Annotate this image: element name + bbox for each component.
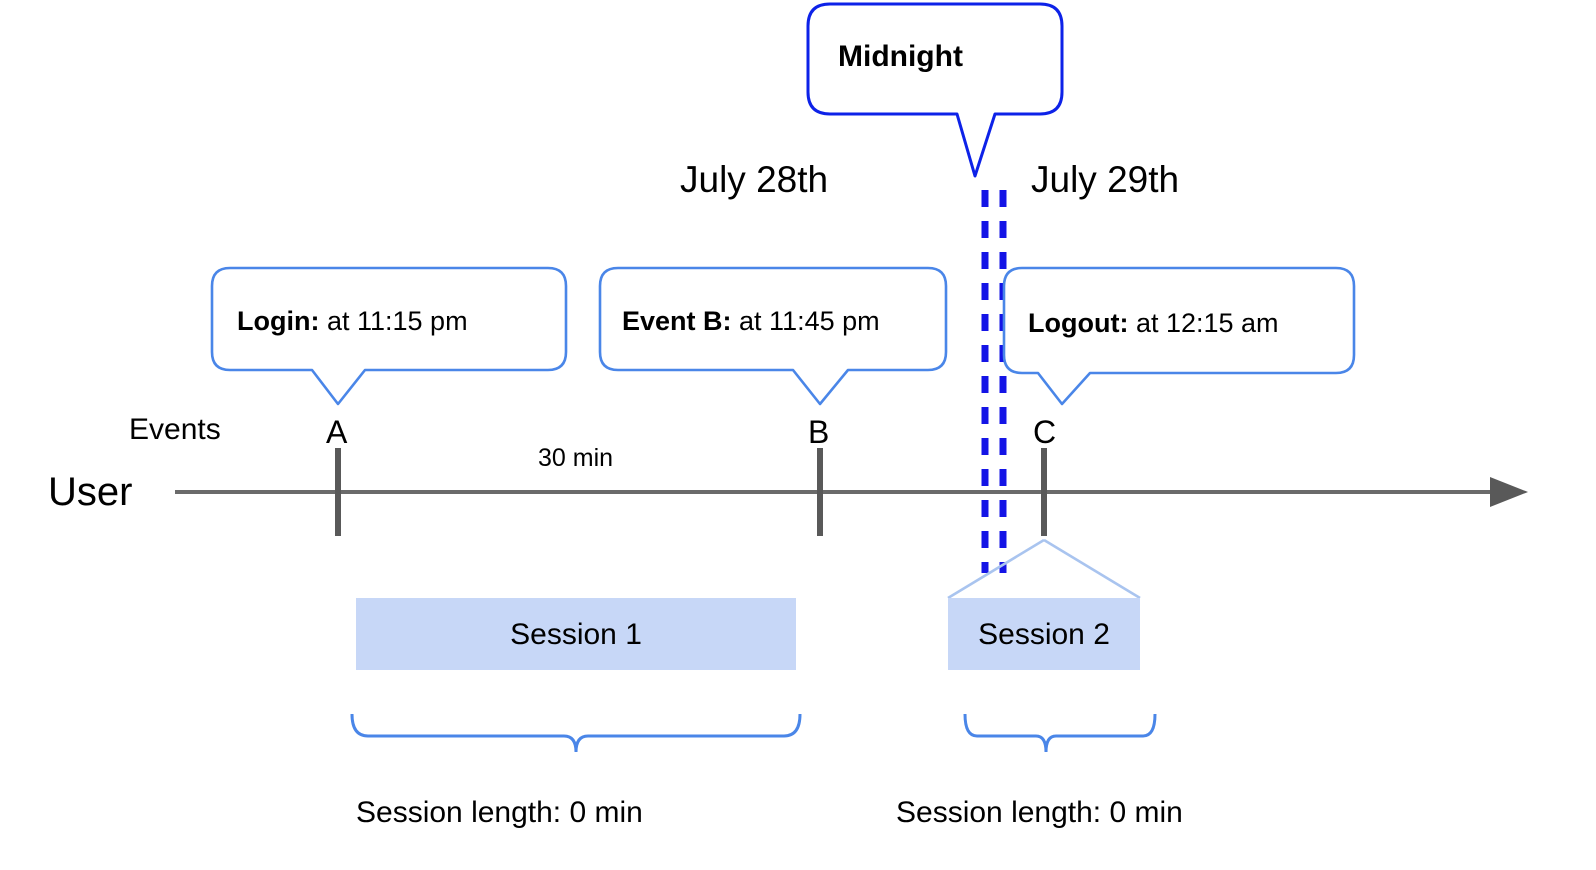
midnight-label: Midnight xyxy=(838,40,963,73)
event-c-time-label: at 12:15 am xyxy=(1128,308,1279,338)
session-1-box xyxy=(356,598,796,670)
event-callout-a-text: Login: at 11:15 pm xyxy=(237,308,468,335)
events-row-label: Events xyxy=(129,413,221,446)
user-row-label: User xyxy=(48,470,133,514)
event-a-bold-label: Login: xyxy=(237,306,320,336)
date-label-right: July 29th xyxy=(1031,159,1180,200)
axis-arrowhead xyxy=(1490,477,1528,507)
event-b-bold-label: Event B: xyxy=(622,306,732,336)
session-1-brace xyxy=(350,713,802,753)
event-callout-b-text: Event B: at 11:45 pm xyxy=(622,308,880,335)
event-callout-a-shape xyxy=(210,266,568,406)
session-2-label: Session 2 xyxy=(978,618,1110,651)
event-marker-label-c: C xyxy=(1033,414,1057,450)
event-callout-c-shape xyxy=(1002,266,1356,406)
gap-duration-label: 30 min xyxy=(538,444,614,472)
event-marker-label-a: A xyxy=(326,414,348,450)
date-label-left: July 28th xyxy=(680,159,829,200)
session2-leader-lines xyxy=(947,538,1141,600)
event-callout-b-shape xyxy=(598,266,948,406)
midnight-callout-shape xyxy=(806,2,1064,178)
session-2-box xyxy=(948,598,1140,670)
session-2-brace xyxy=(963,713,1157,753)
timeline-axis xyxy=(175,477,1528,507)
session-1-length-label: Session length: 0 min xyxy=(356,796,643,829)
event-callout-c-text: Logout: at 12:15 am xyxy=(1028,310,1279,337)
event-a-time-label: at 11:15 pm xyxy=(319,306,468,336)
event-tick-markers xyxy=(335,448,1047,536)
event-marker-label-b: B xyxy=(808,414,830,450)
event-b-time-label: at 11:45 pm xyxy=(731,306,880,336)
session-1-label: Session 1 xyxy=(510,618,642,651)
session-2-length-label: Session length: 0 min xyxy=(896,796,1183,829)
midnight-divider-lines xyxy=(981,190,1007,573)
event-c-bold-label: Logout: xyxy=(1028,308,1129,338)
